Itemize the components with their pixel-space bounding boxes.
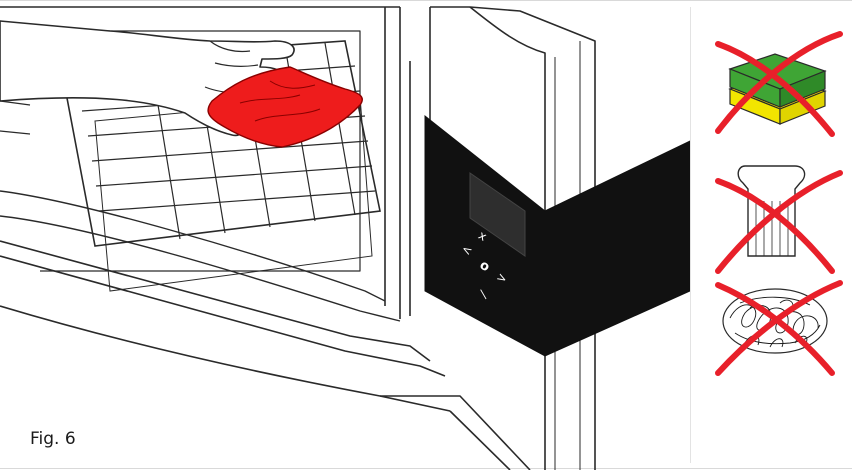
panel-divider [690, 7, 691, 463]
steel-wool-icon [700, 273, 850, 383]
scraper-icon [700, 161, 850, 291]
oven-illustration [0, 1, 690, 470]
figure-label: Fig. 6 [30, 429, 76, 449]
abrasive-sponge-icon [700, 19, 850, 169]
